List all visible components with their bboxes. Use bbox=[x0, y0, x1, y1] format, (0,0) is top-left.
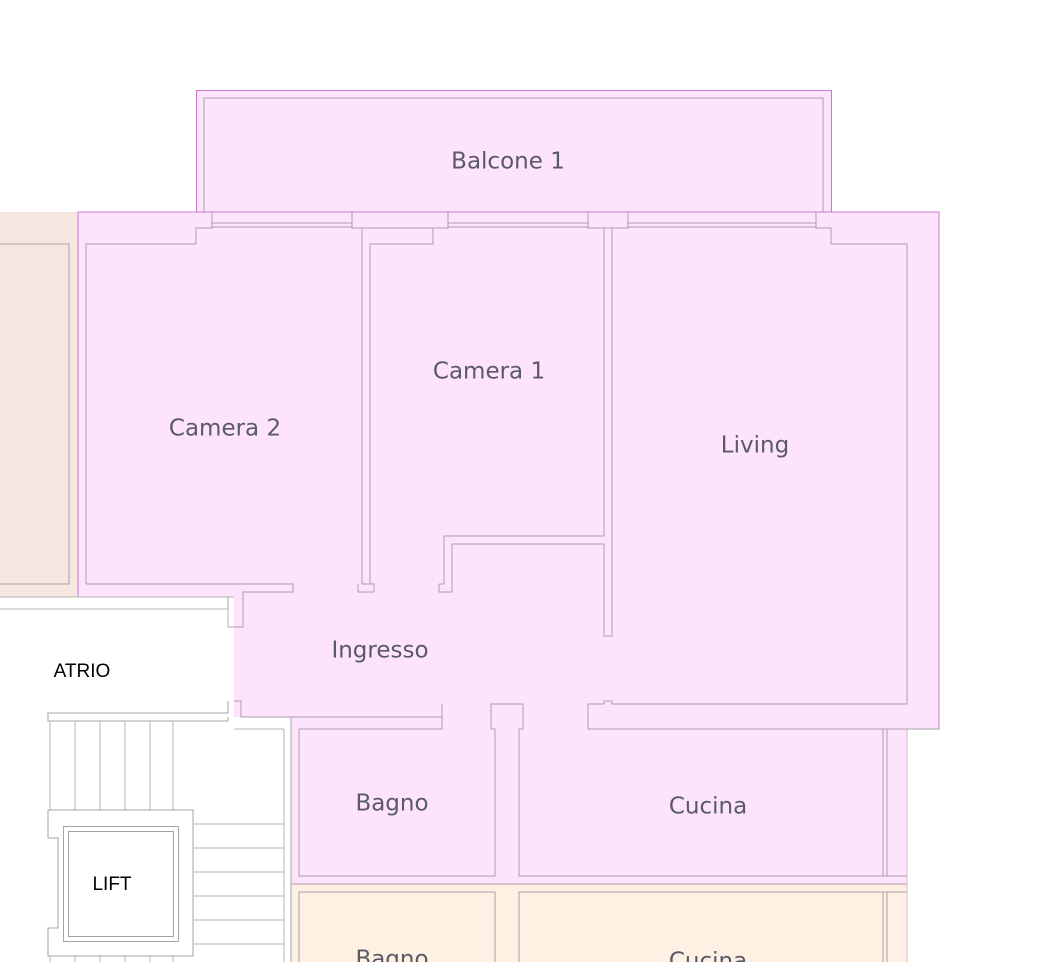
room-label-cucina-below: Cucina bbox=[669, 949, 747, 962]
neighbor-unit-left bbox=[0, 212, 78, 597]
room-label-balcone: Balcone 1 bbox=[451, 149, 565, 175]
stair-flight-upper bbox=[49, 721, 174, 810]
area-label-atrio: ATRIO bbox=[54, 661, 111, 682]
room-label-camera2: Camera 2 bbox=[169, 416, 281, 442]
neighbor-left-fill bbox=[0, 212, 78, 597]
room-label-living: Living bbox=[721, 433, 789, 459]
room-label-bagno-below: Bagno bbox=[355, 947, 428, 962]
area-label-lift: LIFT bbox=[92, 874, 131, 895]
neighbor-unit-below: Bagno Cucina bbox=[291, 884, 907, 962]
balcony-area bbox=[196, 90, 831, 212]
room-label-ingresso: Ingresso bbox=[331, 638, 428, 664]
lift-shaft bbox=[47, 809, 194, 957]
room-label-camera1: Camera 1 bbox=[433, 359, 545, 385]
apartment-area bbox=[78, 212, 939, 884]
room-label-cucina: Cucina bbox=[669, 794, 747, 820]
neighbor-below-fill bbox=[291, 884, 907, 962]
room-label-bagno: Bagno bbox=[355, 791, 428, 817]
stair-flight-lower bbox=[49, 823, 284, 962]
apartment: Balcone 1 Camera 2 Camera 1 Living Ingre… bbox=[77, 90, 940, 962]
common-areas: ATRIO LIFT bbox=[0, 596, 285, 962]
